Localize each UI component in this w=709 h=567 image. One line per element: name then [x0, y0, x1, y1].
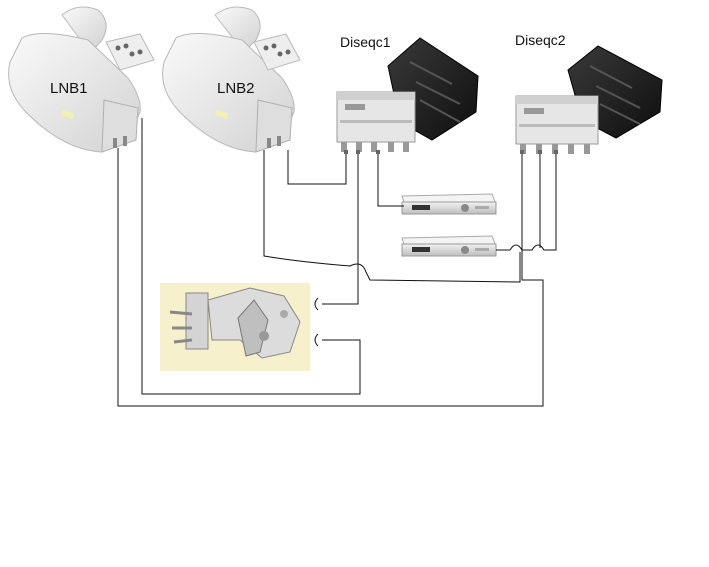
wire-lnb1-diseqc2: [117, 148, 544, 407]
wire-diseqc1-receiver1: [377, 150, 404, 207]
receiver-2: [401, 235, 497, 257]
lnb-icon: [8, 6, 141, 153]
diseqc2-device: [515, 45, 663, 154]
wiring: [117, 118, 557, 407]
wire-lnb2-diseqc1: [287, 150, 347, 185]
motor-mount: [160, 283, 310, 371]
diseqc2-label: Diseqc2: [515, 32, 566, 48]
receiver-1: [401, 193, 497, 215]
lnb-icon: [162, 6, 295, 153]
diseqc1-device: [336, 37, 479, 152]
wire-diseqc1-motor: [322, 150, 359, 305]
diseqc1-label: Diseqc1: [340, 34, 391, 50]
lnb2-device: [162, 6, 301, 153]
lnb2-label: LNB2: [217, 80, 255, 97]
receiver-icon: [401, 235, 497, 257]
connector-cap-icon: [105, 33, 155, 71]
wire-lnb2-diseqc2: [263, 150, 521, 283]
connector-cap-icon: [253, 33, 301, 71]
lnb1-device: [8, 6, 155, 153]
diseqc-switch-icon: [515, 95, 599, 154]
wire-lnb1-second: [141, 118, 361, 395]
connector-nubs: [344, 150, 558, 154]
lnb1-label: LNB1: [50, 80, 88, 97]
diseqc-switch-icon: [336, 91, 416, 152]
receiver-icon: [401, 193, 497, 215]
wire-diseqc2-receiver2: [496, 152, 557, 251]
motor-mount-icon: [169, 287, 301, 359]
